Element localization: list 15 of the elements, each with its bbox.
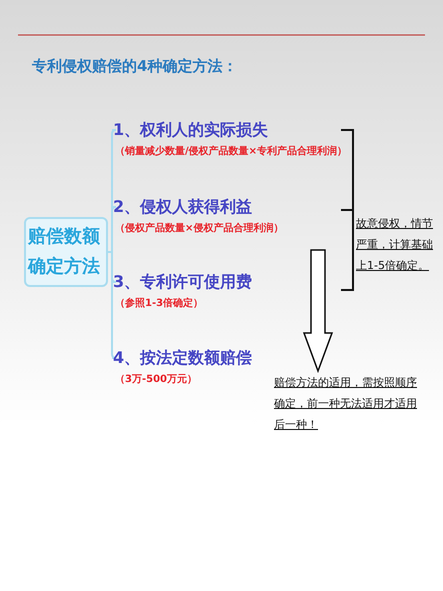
connector-line [108, 251, 117, 359]
branch-heading: 1、权利人的实际损失 [113, 119, 270, 141]
title-text: 专利侵权赔偿的4种确定方法： [32, 57, 238, 76]
formula-note: （参照1-3倍确定） [115, 296, 204, 311]
formula-note: （侵权产品数量×侵权产品合理利润） [115, 221, 284, 236]
root-box: 赔偿数额确定方法 [24, 217, 108, 287]
branch-heading: 2、侵权人获得利益 [113, 196, 254, 218]
branch-heading: 3、专利许可使用费 [113, 271, 252, 293]
formula-note: （3万-500万元） [115, 373, 198, 387]
bracket-note: 故意侵权，情节严重，计算基础上1-5倍确定。 [356, 216, 434, 274]
hollow-arrow [302, 249, 334, 374]
connector-line [108, 206, 117, 253]
formula-note: （销量减少数量/侵权产品数量×专利产品合理利润） [115, 144, 348, 159]
branch-heading: 4、按法定数额赔偿 [113, 347, 252, 369]
note-text: 赔偿方法的适用，需按照顺序确定，前一种无法适用才适用后一种！ [274, 372, 426, 435]
